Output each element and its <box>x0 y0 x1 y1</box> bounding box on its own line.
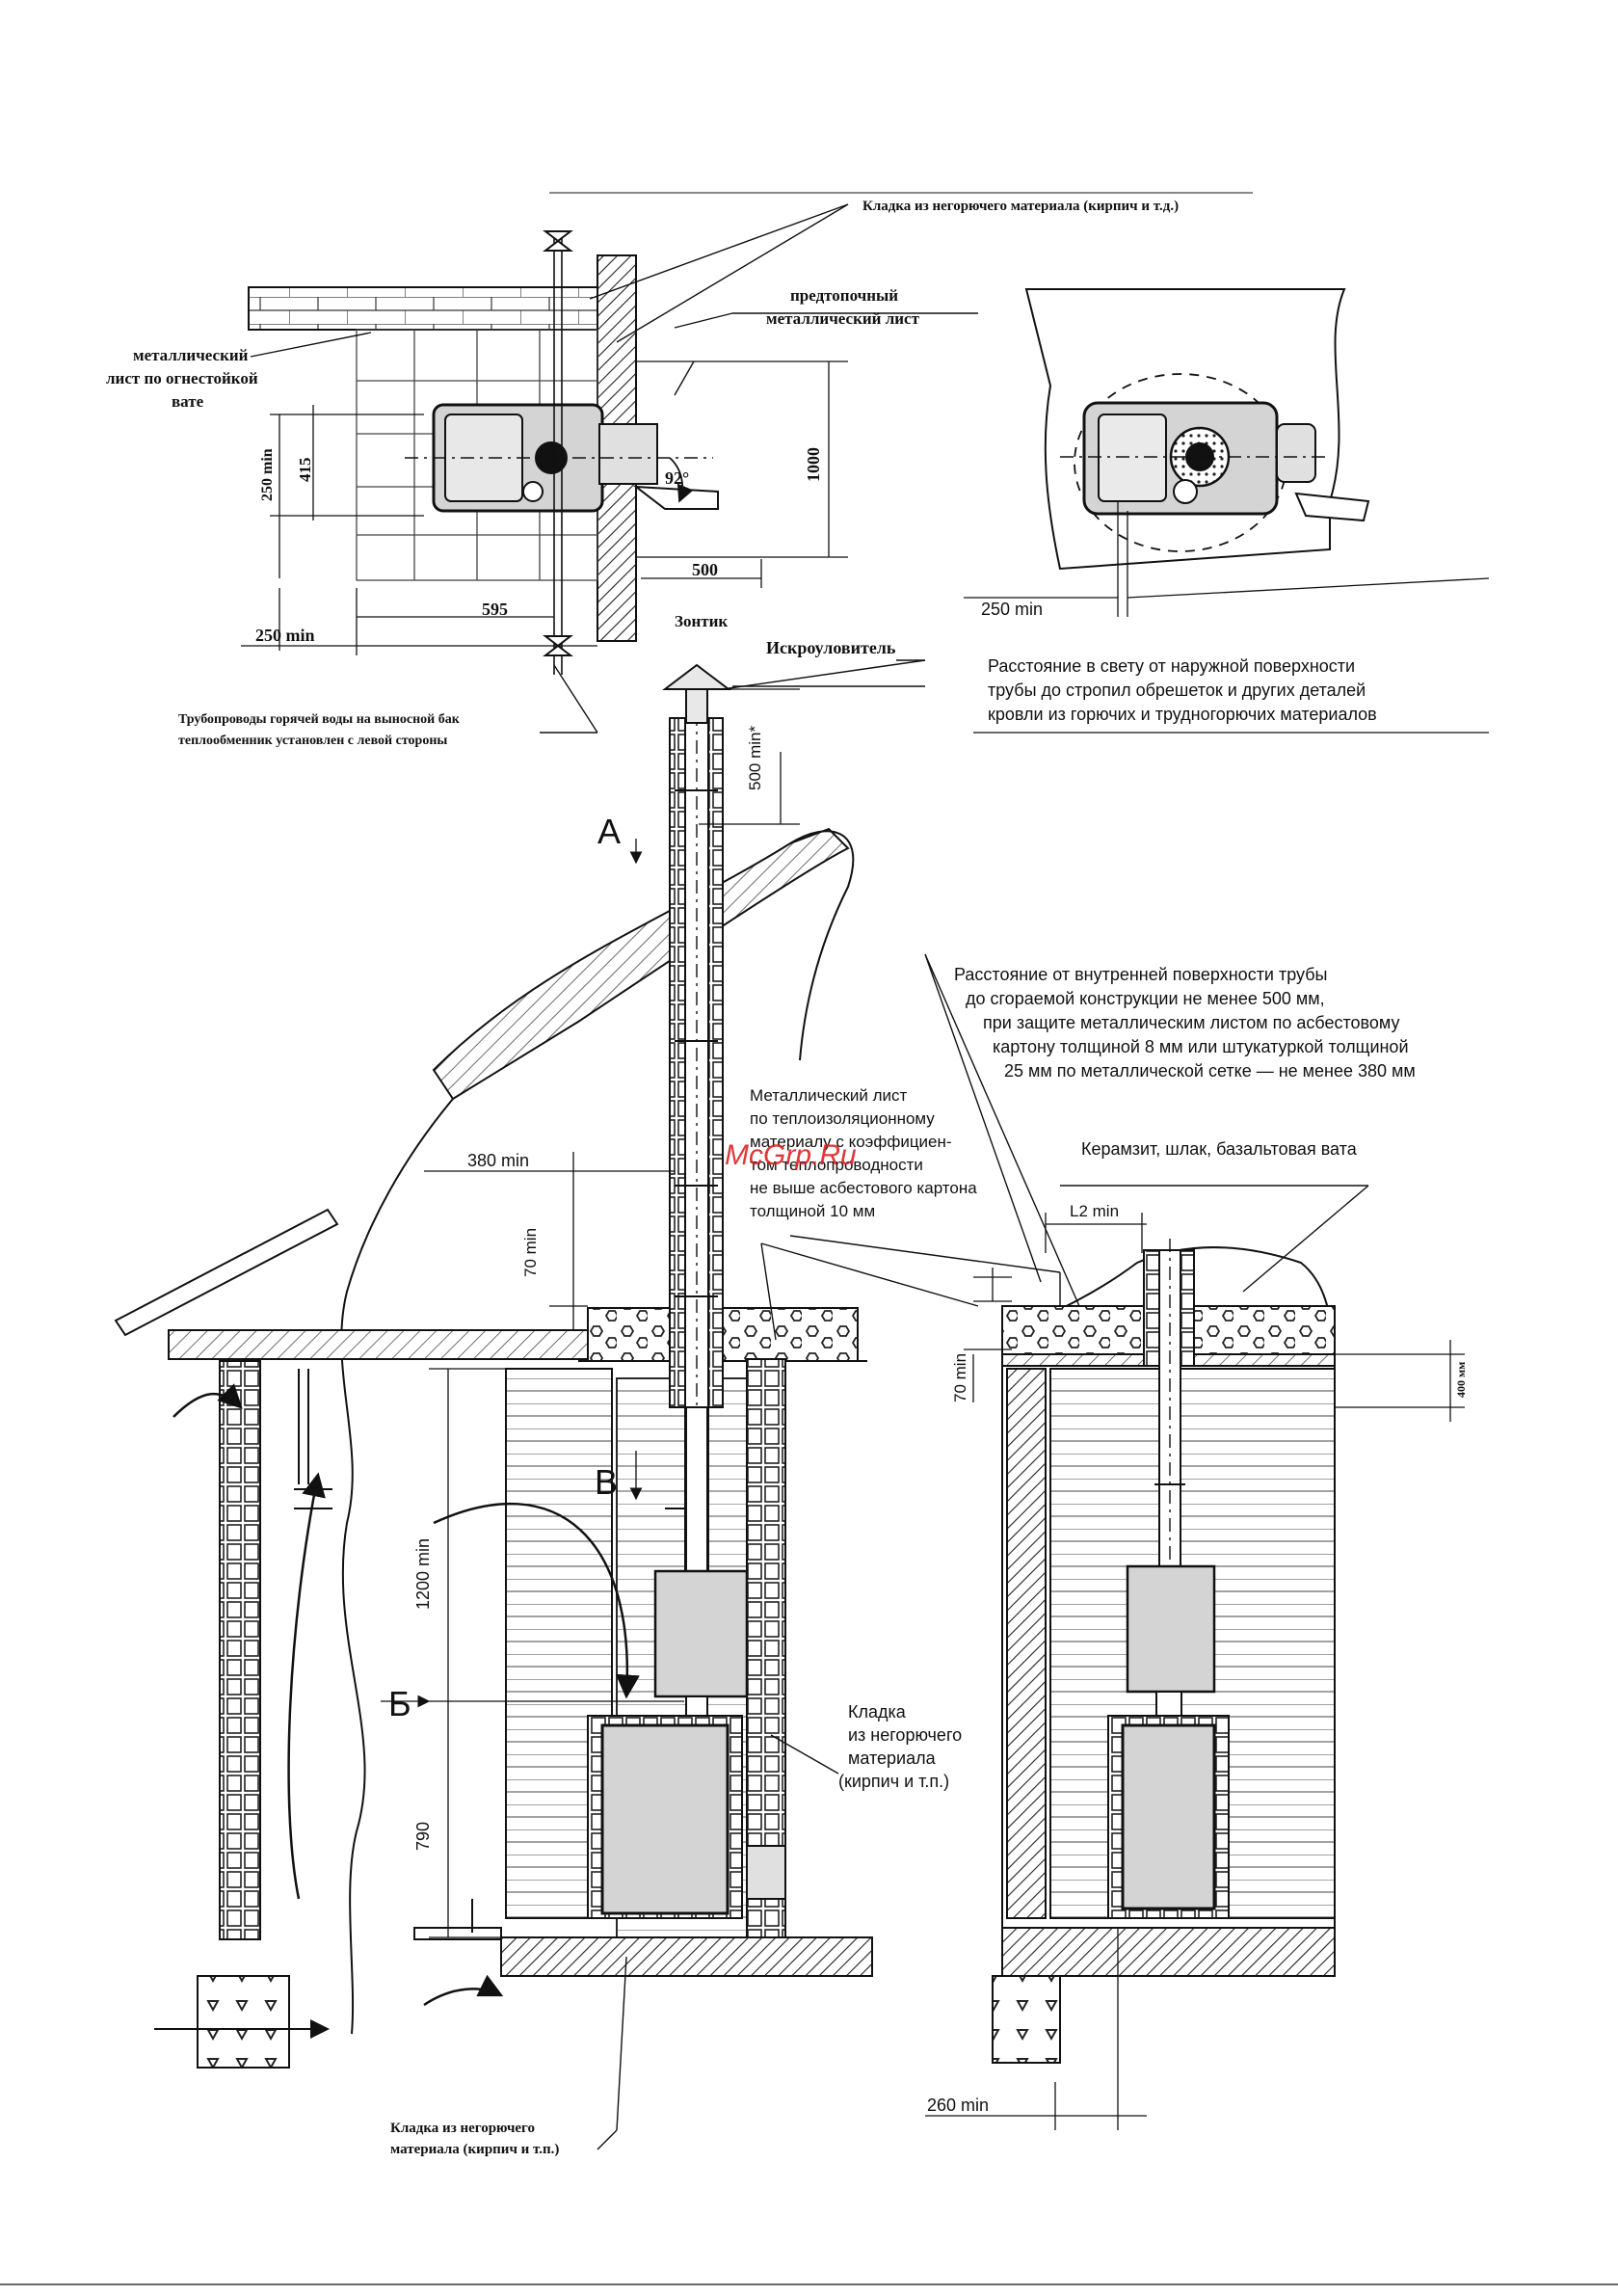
dimensions: 250 min 415 92° 1000 500 595 250 min 250… <box>255 447 1468 2115</box>
label-spark-arrester: Искроуловитель <box>766 638 896 657</box>
dim-70-min-right: 70 min <box>951 1353 969 1402</box>
label-metal-sheet-3: вате <box>172 392 204 411</box>
dim-250-bottom: 250 min <box>255 626 315 645</box>
label-bottom-masonry-2: материала (кирпич и т.п.) <box>390 2142 559 2157</box>
label-fill-materials: Керамзит, шлак, базальтовая вата <box>1081 1139 1358 1159</box>
dim-380-min: 380 min <box>467 1151 529 1170</box>
label-clearance-1: Расстояние в свету от наружной поверхнос… <box>988 656 1355 676</box>
dim-400: 400 мм <box>1454 1362 1468 1398</box>
label-clearance-3: кровли из горючих и трудногорючих матери… <box>988 705 1377 724</box>
label-umbrella: Зонтик <box>675 612 728 630</box>
dim-250-right: 250 min <box>981 600 1043 619</box>
label-bottom-masonry-1: Кладка из негорючего <box>390 2121 535 2136</box>
label-insul-4: том теплопроводности <box>750 1156 923 1174</box>
watermark: McGrp.Ru <box>725 1139 857 1171</box>
label-prefurnace-2: металлический лист <box>766 309 920 328</box>
label-metal-sheet-2: лист по огнестойкой <box>106 369 258 387</box>
label-insul-2: по теплоизоляционному <box>750 1109 935 1128</box>
label-inner-dist-5: 25 мм по металлической сетке — не менее … <box>1004 1061 1416 1081</box>
dim-1000: 1000 <box>804 447 823 482</box>
dim-500: 500 <box>692 560 718 579</box>
label-prefurnace-1: предтопочный <box>790 286 898 305</box>
dim-250-left: 250 min <box>259 448 276 501</box>
right-section <box>789 953 1465 2130</box>
label-inner-dist-2: до сгораемой конструкции не менее 500 мм… <box>966 989 1325 1008</box>
view-marker-b: Б <box>388 1684 411 1723</box>
label-top-masonry: Кладка из негорючего материала (кирпич и… <box>862 199 1179 214</box>
dim-260-min: 260 min <box>927 2096 989 2115</box>
label-side-masonry-1: Кладка <box>848 1702 907 1722</box>
label-inner-dist-1: Расстояние от внутренней поверхности тру… <box>954 965 1328 984</box>
dim-1200-min: 1200 min <box>413 1538 433 1610</box>
label-inner-dist-3: при защите металлическим листом по асбес… <box>983 1013 1399 1032</box>
labels: Кладка из негорючего материала (кирпич и… <box>106 199 1416 2157</box>
view-marker-v: В <box>595 1462 618 1502</box>
dim-92-deg: 92° <box>665 468 689 488</box>
dim-500-min: 500 min* <box>746 726 764 790</box>
label-insul-1: Металлический лист <box>750 1086 908 1105</box>
dim-415: 415 <box>296 458 314 483</box>
dim-l2-min: L2 min <box>1070 1202 1119 1220</box>
roof-detail <box>964 288 1490 734</box>
label-inner-dist-4: картону толщиной 8 мм или штукатуркой то… <box>993 1037 1409 1056</box>
label-insul-5: не выше асбестового картона <box>750 1179 977 1197</box>
plan-view <box>241 192 1253 734</box>
dim-70-min-left: 70 min <box>521 1228 540 1277</box>
label-insul-3: материалу с коэффициен- <box>750 1133 952 1151</box>
label-clearance-2: трубы до стропил обрешеток и других дета… <box>988 681 1366 700</box>
dim-595: 595 <box>482 600 508 619</box>
main-section <box>114 659 979 2150</box>
label-side-masonry-4: (кирпич и т.п.) <box>838 1772 949 1791</box>
dim-790: 790 <box>413 1822 433 1851</box>
label-metal-sheet-1: металлический <box>133 346 249 364</box>
label-insul-6: толщиной 10 мм <box>750 1202 875 1220</box>
label-side-masonry-2: из негорючего <box>848 1725 962 1745</box>
label-pipes-1: Трубопроводы горячей воды на выносной ба… <box>178 712 461 727</box>
label-side-masonry-3: материала <box>848 1749 937 1768</box>
label-pipes-2: теплообменник установлен с левой стороны <box>178 734 447 748</box>
view-marker-a: А <box>597 812 621 851</box>
